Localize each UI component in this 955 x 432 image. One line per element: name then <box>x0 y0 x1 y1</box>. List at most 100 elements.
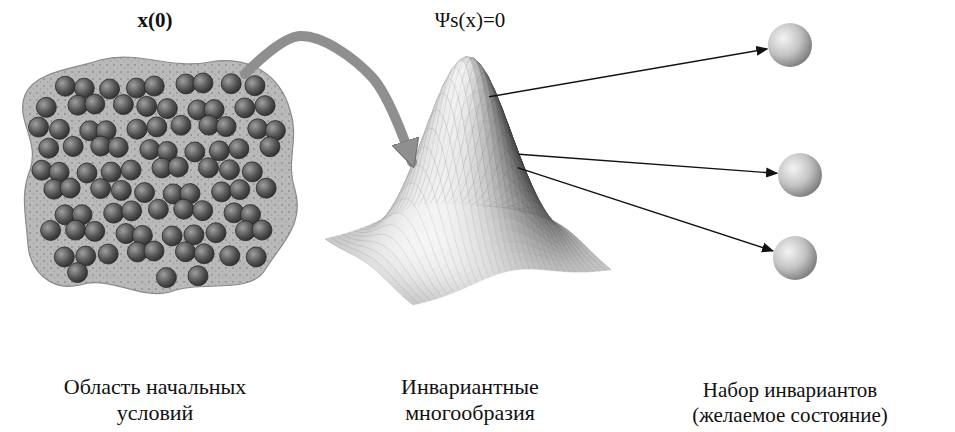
initial-point <box>260 137 280 157</box>
surface-ruling <box>506 206 594 272</box>
initial-point <box>60 178 80 198</box>
initial-point <box>135 183 155 203</box>
surface-ruling <box>377 165 465 287</box>
initial-point <box>193 201 213 221</box>
initial-point <box>193 73 213 93</box>
initial-point <box>127 119 147 139</box>
initial-point <box>162 226 182 246</box>
initial-point <box>229 139 249 159</box>
initial-point <box>147 117 167 137</box>
initial-point <box>91 179 111 199</box>
initial-point <box>168 157 188 177</box>
pointer-arrow <box>489 49 767 97</box>
initial-point <box>39 138 59 158</box>
invariant-surface <box>325 57 611 305</box>
initial-point <box>113 95 133 115</box>
initial-point <box>55 76 75 96</box>
surface-ruling <box>523 204 611 270</box>
initial-point <box>255 96 275 116</box>
initial-point <box>77 163 97 183</box>
set-caption: Набор инвариантов (желаемое состояние) <box>655 378 925 428</box>
invariant-spheres <box>768 23 822 280</box>
initial-point <box>174 199 194 219</box>
surface-ruling <box>331 238 419 304</box>
initial-point <box>219 160 239 180</box>
initial-point <box>156 268 176 288</box>
initial-point <box>36 97 56 117</box>
initial-point <box>49 119 69 139</box>
invariant-sphere <box>778 153 822 197</box>
region-caption: Ψs(x)=0 <box>370 8 570 33</box>
surface-ruling <box>488 190 576 272</box>
initial-point <box>198 158 218 178</box>
initial-point <box>144 241 164 261</box>
initial-point <box>220 246 240 266</box>
invariant-sphere <box>773 236 817 280</box>
initial-point <box>66 220 86 240</box>
surface-ruling <box>511 205 599 271</box>
initial-point <box>194 244 214 264</box>
surface-ruling <box>383 147 471 285</box>
initial-point <box>126 78 146 98</box>
initial-point <box>188 266 208 286</box>
surface-ruling <box>447 85 535 269</box>
surface-ruling <box>412 67 500 273</box>
initial-point <box>111 180 131 200</box>
region-caption: Область начальных условий <box>35 374 275 426</box>
initial-point <box>206 223 226 243</box>
initial-point <box>185 142 205 162</box>
initial-point <box>108 137 128 157</box>
surface-ruling <box>325 239 413 305</box>
initial-point <box>221 74 241 94</box>
surface-ruling <box>494 200 582 272</box>
surface-ruling <box>430 58 518 270</box>
initial-point <box>91 136 111 156</box>
initial-point <box>104 203 124 223</box>
initial-point <box>212 182 232 202</box>
surface-ruling <box>476 164 564 271</box>
initial-point <box>29 117 49 137</box>
initial-point <box>209 141 229 161</box>
initial-point <box>137 96 157 116</box>
surface-ruling <box>471 149 559 271</box>
surface-ruling <box>453 99 541 269</box>
surface-ruling <box>395 110 483 280</box>
pointer-arrow <box>518 168 774 251</box>
region-node: x(0) Область начальных условий <box>10 4 300 428</box>
initial-point <box>41 220 61 240</box>
region-caption: Инвариантные многообразия <box>380 374 560 426</box>
surface-ruling <box>348 233 436 299</box>
initial-point <box>140 140 160 160</box>
initial-point <box>246 247 266 267</box>
initial-point <box>230 180 250 200</box>
initial-point <box>252 220 272 240</box>
initial-point <box>245 76 265 96</box>
surface-facet <box>410 301 418 305</box>
initial-point <box>100 79 120 99</box>
initial-point <box>32 160 52 180</box>
initial-point <box>175 242 195 262</box>
region-caption: x(0) <box>55 8 255 33</box>
initial-point <box>235 98 255 118</box>
pointer-arrow <box>519 154 777 173</box>
initial-point <box>54 247 74 267</box>
initial-point <box>122 201 142 221</box>
initial-point <box>85 94 105 114</box>
initial-point <box>144 76 164 96</box>
invariant-sphere <box>768 23 812 67</box>
surface-ruling <box>517 204 605 270</box>
initial-point <box>256 178 276 198</box>
initial-points <box>29 73 286 288</box>
pointer-arrows <box>489 49 777 251</box>
surface-ruling <box>436 63 524 269</box>
initial-point <box>148 199 168 219</box>
initial-point <box>248 119 268 139</box>
region-node: Ψs(x)=0Инвариантные многообразия <box>330 4 610 428</box>
initial-point <box>68 263 88 283</box>
initial-point <box>216 117 236 137</box>
initial-point <box>63 136 83 156</box>
